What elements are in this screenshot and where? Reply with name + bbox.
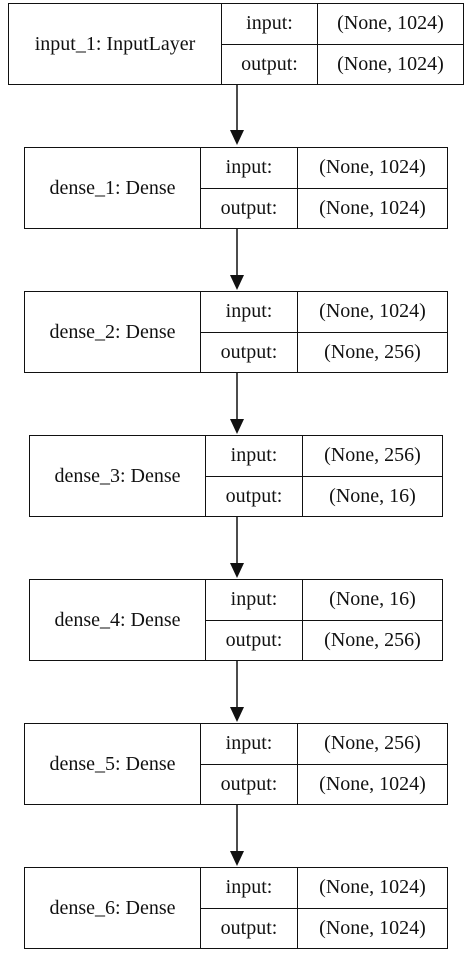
edge-input1-dense1 [230,85,244,145]
input-label: input: [201,148,297,189]
input-label: input: [206,580,302,621]
input-label: input: [206,436,302,477]
layer-node-dense-2: dense_2: Dense input: output: (None, 102… [24,291,448,373]
io-values: (None, 1024) (None, 256) [298,292,447,372]
input-label: input: [201,292,297,333]
io-labels: input: output: [201,724,298,804]
input-shape: (None, 1024) [318,4,463,45]
io-labels: input: output: [201,868,298,948]
output-label: output: [220,340,278,363]
layer-name: dense_5: Dense [25,724,201,804]
input-label: input: [222,4,317,45]
layer-name: dense_1: Dense [25,148,201,228]
output-shape: (None, 256) [324,340,421,363]
io-labels: input: output: [201,292,298,372]
layer-node-dense-4: dense_4: Dense input: output: (None, 16)… [29,579,443,661]
output-label: output: [220,196,278,219]
output-shape: (None, 1024) [319,196,426,219]
input-shape: (None, 256) [298,724,447,765]
io-values: (None, 256) (None, 1024) [298,724,447,804]
edge-dense3-dense4 [230,517,244,578]
layer-node-input-1: input_1: InputLayer input: output: (None… [8,3,464,85]
edge-dense5-dense6 [230,805,244,866]
layer-name: input_1: InputLayer [9,4,222,84]
input-shape: (None, 1024) [298,148,447,189]
io-labels: input: output: [206,580,303,660]
output-shape: (None, 256) [324,628,421,651]
io-values: (None, 16) (None, 256) [303,580,442,660]
output-label: output: [241,52,298,75]
io-values: (None, 256) (None, 16) [303,436,442,516]
output-label: output: [225,628,283,651]
layer-node-dense-5: dense_5: Dense input: output: (None, 256… [24,723,448,805]
output-label: output: [220,772,278,795]
io-labels: input: output: [201,148,298,228]
layer-name: dense_3: Dense [30,436,206,516]
io-values: (None, 1024) (None, 1024) [298,148,447,228]
io-labels: input: output: [206,436,303,516]
layer-node-dense-1: dense_1: Dense input: output: (None, 102… [24,147,448,229]
output-label: output: [220,916,278,939]
output-label: output: [225,484,283,507]
layer-name: dense_2: Dense [25,292,201,372]
input-shape: (None, 1024) [298,292,447,333]
edge-dense4-dense5 [230,661,244,722]
input-shape: (None, 256) [303,436,442,477]
layer-node-dense-6: dense_6: Dense input: output: (None, 102… [24,867,448,949]
input-shape: (None, 1024) [298,868,447,909]
layer-name: dense_4: Dense [30,580,206,660]
io-values: (None, 1024) (None, 1024) [298,868,447,948]
layer-node-dense-3: dense_3: Dense input: output: (None, 256… [29,435,443,517]
input-label: input: [201,724,297,765]
input-shape: (None, 16) [303,580,442,621]
layer-name: dense_6: Dense [25,868,201,948]
edge-dense1-dense2 [230,229,244,290]
input-label: input: [201,868,297,909]
output-shape: (None, 1024) [337,52,444,75]
output-shape: (None, 1024) [319,772,426,795]
io-values: (None, 1024) (None, 1024) [318,4,463,84]
io-labels: input: output: [222,4,318,84]
output-shape: (None, 1024) [319,916,426,939]
edge-dense2-dense3 [230,373,244,434]
output-shape: (None, 16) [329,484,416,507]
